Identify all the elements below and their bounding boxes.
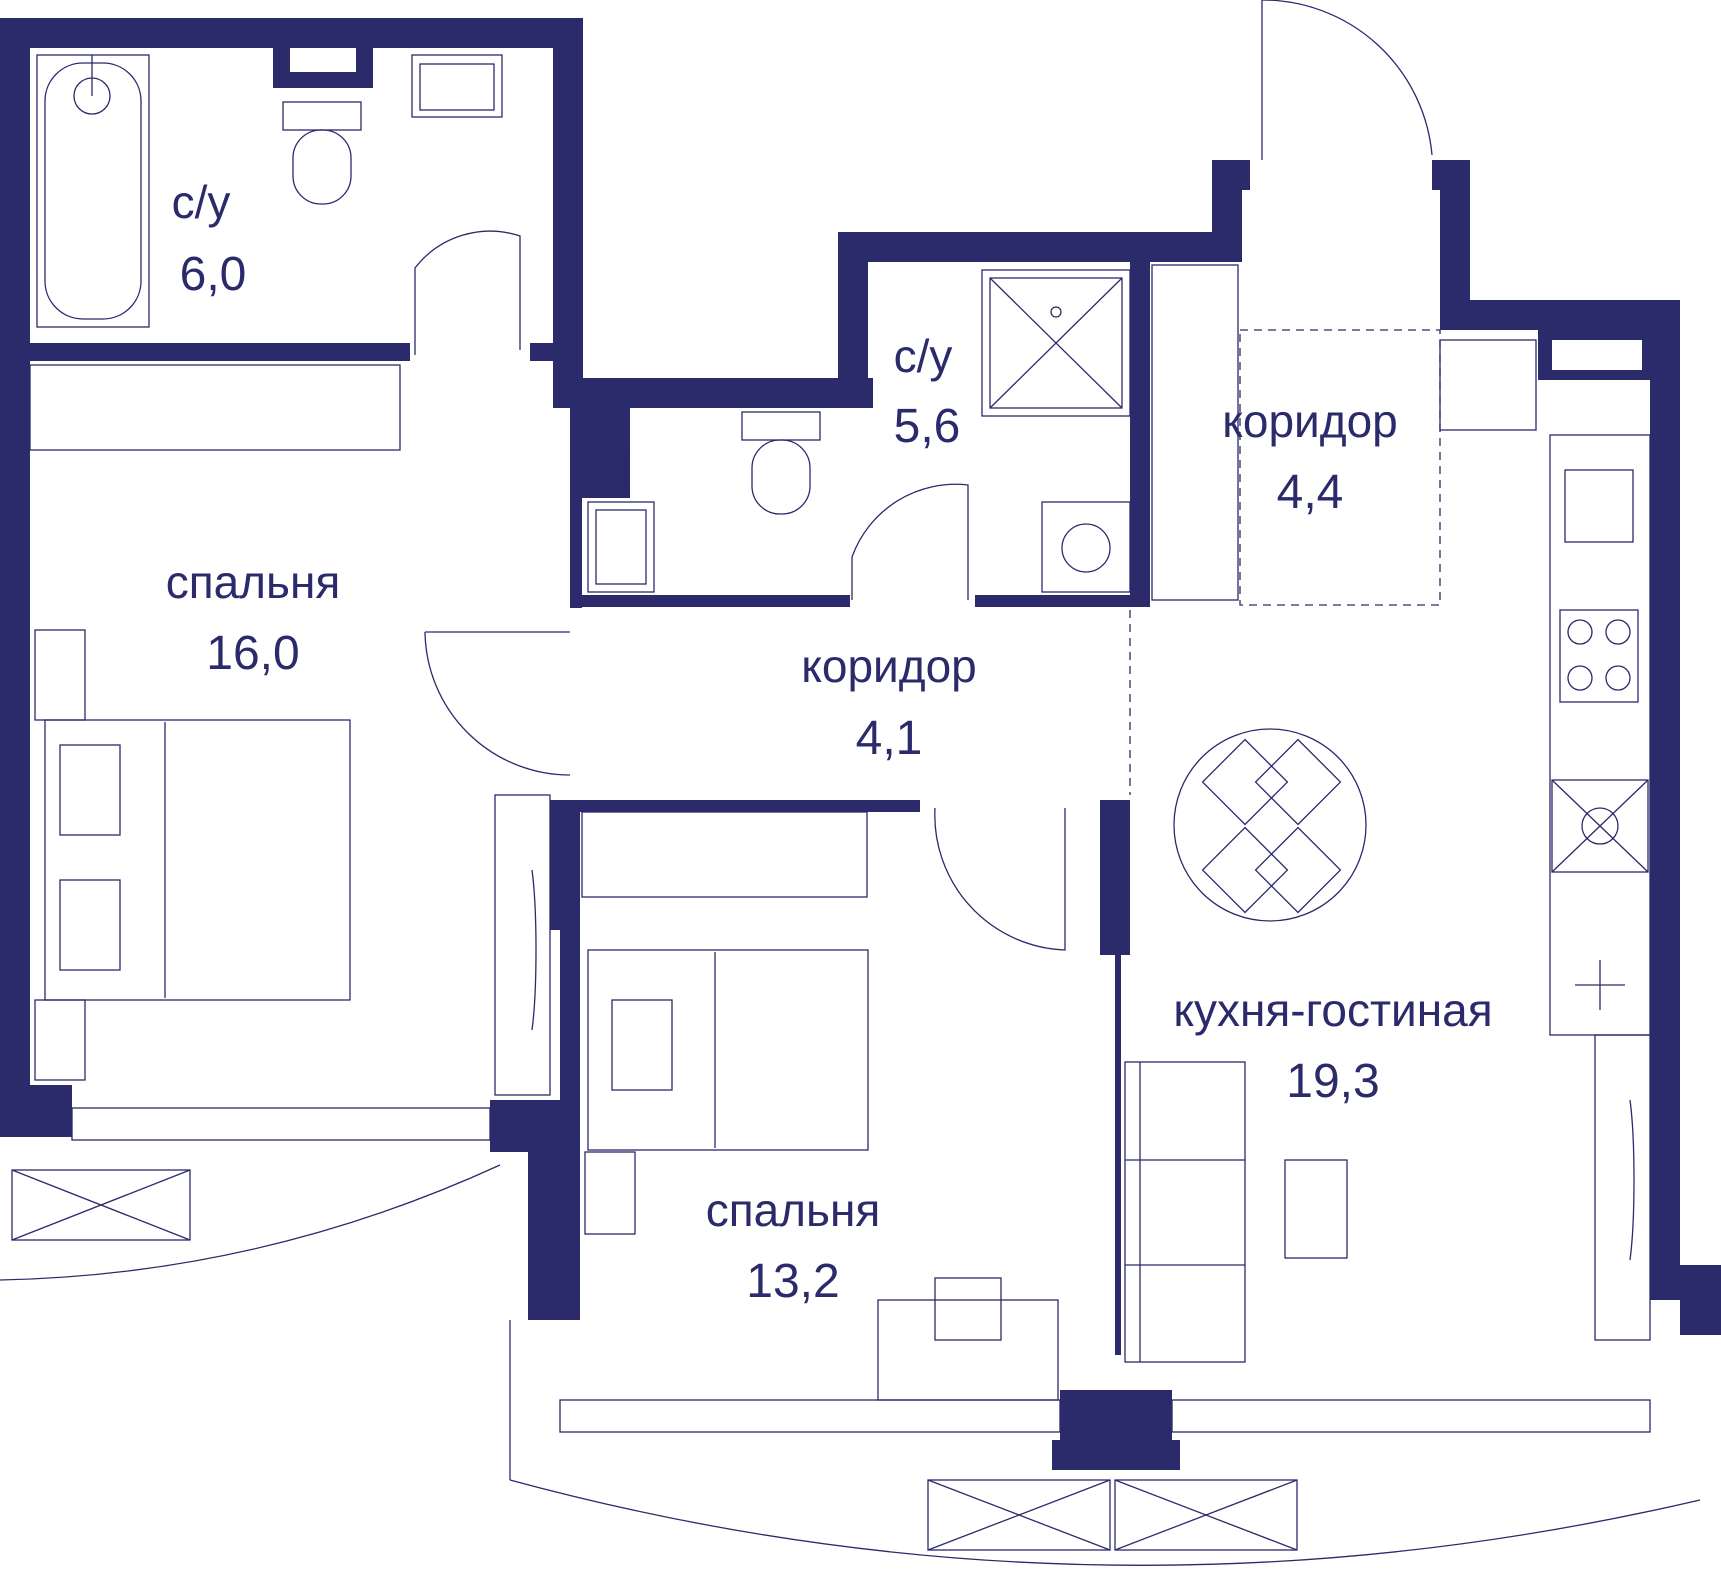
room-name-bedroom-1: спальня [166, 556, 341, 608]
room-area-bedroom-2: 13,2 [746, 1255, 839, 1308]
room-name-kitchen-living: кухня-гостиная [1173, 984, 1492, 1036]
room-name-corridor-2: коридор [801, 640, 977, 692]
room-area-corridor-2: 4,1 [856, 712, 923, 765]
room-area-bathroom-1: 6,0 [180, 248, 247, 301]
room-area-bathroom-2: 5,6 [894, 400, 961, 453]
room-labels: с/у 6,0 с/у 5,6 коридор 4,4 спальня 16,0… [166, 176, 1493, 1308]
room-area-corridor-1: 4,4 [1277, 466, 1344, 519]
room-name-bathroom-1: с/у [172, 176, 231, 228]
room-name-bedroom-2: спальня [706, 1184, 881, 1236]
room-name-bathroom-2: с/у [894, 330, 953, 382]
fixtures [0, 0, 1701, 1566]
room-area-bedroom-1: 16,0 [206, 627, 299, 680]
room-area-kitchen-living: 19,3 [1286, 1055, 1379, 1108]
walls [0, 18, 1721, 1470]
room-name-corridor-1: коридор [1222, 395, 1398, 447]
